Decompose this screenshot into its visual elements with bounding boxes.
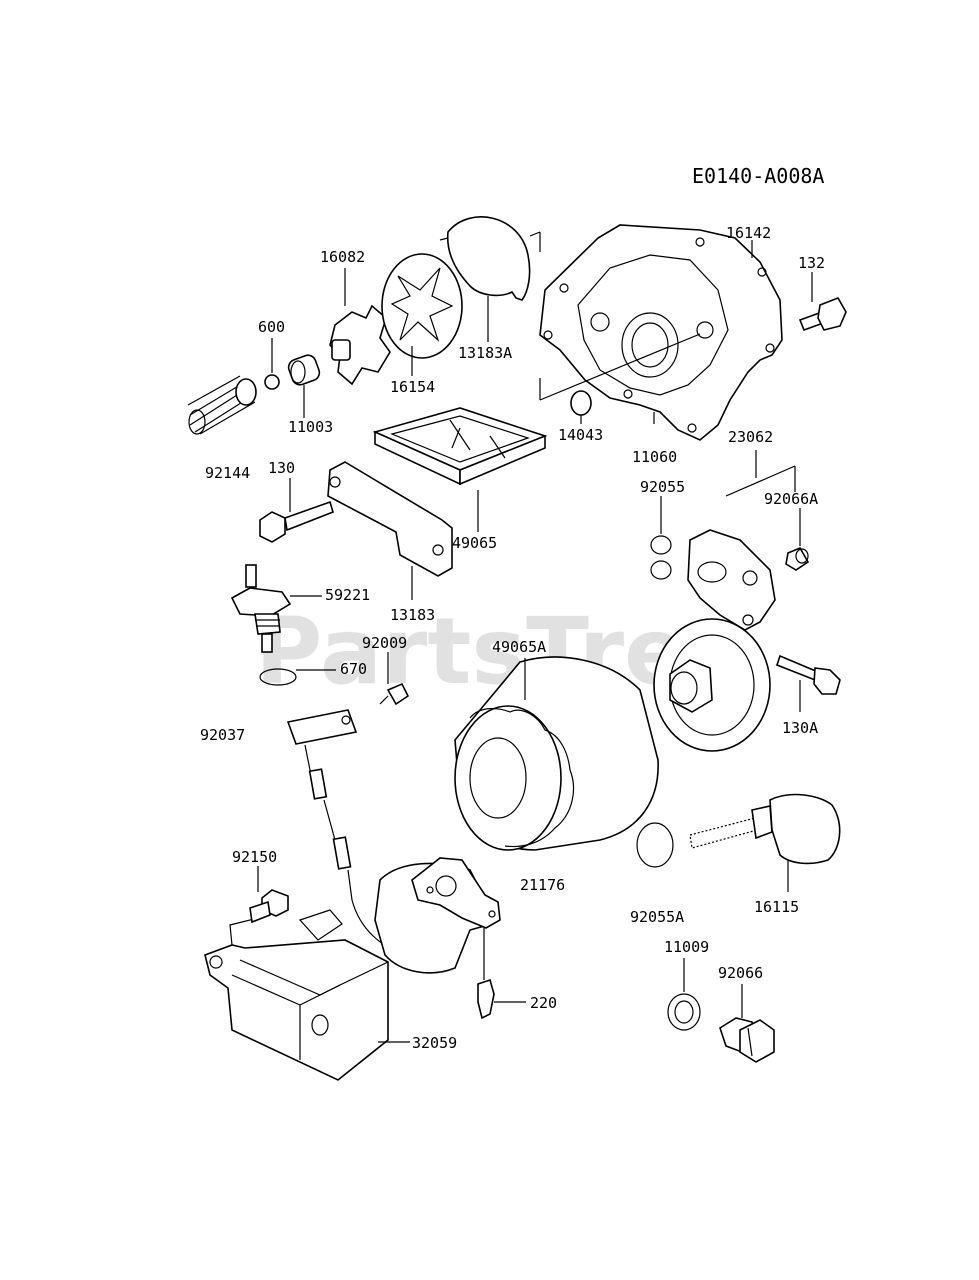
oil-filter-part-49065A[interactable] [454,656,659,851]
label-23062[interactable]: 23062 [728,428,773,446]
pump-cover-part-16142[interactable] [539,224,783,441]
label-600[interactable]: 600 [258,318,285,336]
bolt-part-130[interactable] [259,500,334,543]
label-92055A[interactable]: 92055A [630,908,684,926]
label-130A[interactable]: 130A [782,719,818,737]
o-ring-part-670[interactable] [259,668,297,686]
label-16082[interactable]: 16082 [320,248,365,266]
label-132[interactable]: 132 [798,254,825,272]
label-16154[interactable]: 16154 [390,378,435,396]
label-92144[interactable]: 92144 [205,464,250,482]
spring-part[interactable] [187,375,257,435]
screw-part-92009[interactable] [379,682,410,706]
label-21176[interactable]: 21176 [520,876,565,894]
label-16115[interactable]: 16115 [754,898,799,916]
label-92150[interactable]: 92150 [232,848,277,866]
clamp-part-92037[interactable] [286,709,358,745]
label-16142[interactable]: 16142 [726,224,771,242]
sleeve-part-11003[interactable] [286,353,321,387]
label-670[interactable]: 670 [340,660,367,678]
label-92055[interactable]: 92055 [640,478,685,496]
label-92066A[interactable]: 92066A [764,490,818,508]
oil-strainer-body[interactable] [374,857,501,974]
o-ring-part-92055[interactable] [650,535,672,580]
label-13183A[interactable]: 13183A [458,344,512,362]
cover-plate-part-13183A[interactable] [439,216,541,301]
label-11060[interactable]: 11060 [632,448,677,466]
bracket-part-13183[interactable] [327,461,453,577]
drain-plug-part-92066[interactable] [719,1017,775,1063]
rotor-part-16082[interactable] [329,304,391,386]
label-220[interactable]: 220 [530,994,557,1012]
label-92037[interactable]: 92037 [200,726,245,744]
label-92066[interactable]: 92066 [718,964,763,982]
bolt-part-92150[interactable] [249,889,289,924]
label-32059[interactable]: 32059 [412,1034,457,1052]
ball-part-600[interactable] [264,374,280,390]
strainer-part-49065[interactable] [372,407,548,486]
bolt-part-130A[interactable] [776,654,841,695]
label-14043[interactable]: 14043 [558,426,603,444]
switch-part-59221[interactable] [230,564,292,653]
bolt-part-132[interactable] [798,297,847,332]
label-49065[interactable]: 49065 [452,534,497,552]
o-ring-part-92055A[interactable] [636,822,674,868]
label-92009[interactable]: 92009 [362,634,407,652]
filter-head-part[interactable] [653,529,776,752]
label-11003[interactable]: 11003 [288,418,333,436]
plug-part-14043[interactable] [570,390,592,416]
diagram-code: E0140-A008A [692,164,824,188]
label-13183[interactable]: 13183 [390,606,435,624]
plug-part-92066A[interactable] [785,546,810,571]
screw-part-220[interactable] [477,978,495,1020]
outer-rotor-part-16154[interactable] [381,253,463,359]
label-59221[interactable]: 59221 [325,586,370,604]
washer-part-11009[interactable] [667,993,701,1031]
dipstick-part-16115[interactable] [689,793,841,865]
label-49065A[interactable]: 49065A [492,638,546,656]
oil-tray-part-32059[interactable] [204,909,389,1081]
label-11009[interactable]: 11009 [664,938,709,956]
label-130[interactable]: 130 [268,459,295,477]
